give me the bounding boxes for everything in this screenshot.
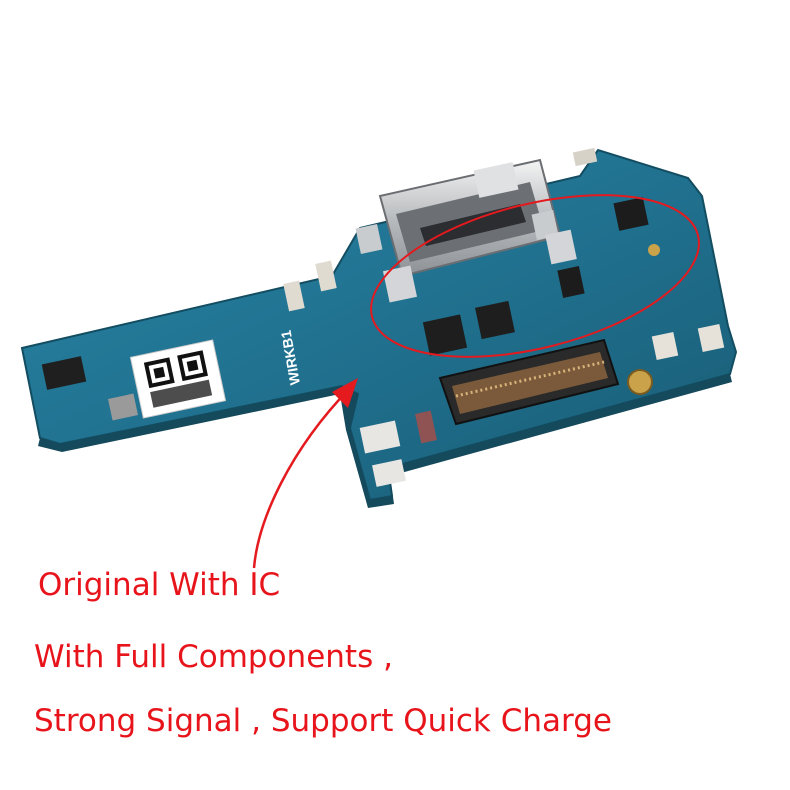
components bbox=[41, 147, 725, 487]
caption-original-with-ic: Original With IC bbox=[38, 567, 281, 603]
caption-full-components: With Full Components , bbox=[34, 639, 393, 675]
highlight-ellipse bbox=[370, 194, 700, 358]
qr-sticker bbox=[129, 339, 227, 419]
caption-signal-charge: Strong Signal , Support Quick Charge bbox=[34, 703, 612, 739]
fpc-connector bbox=[438, 338, 620, 426]
arrow-icon bbox=[252, 378, 358, 569]
